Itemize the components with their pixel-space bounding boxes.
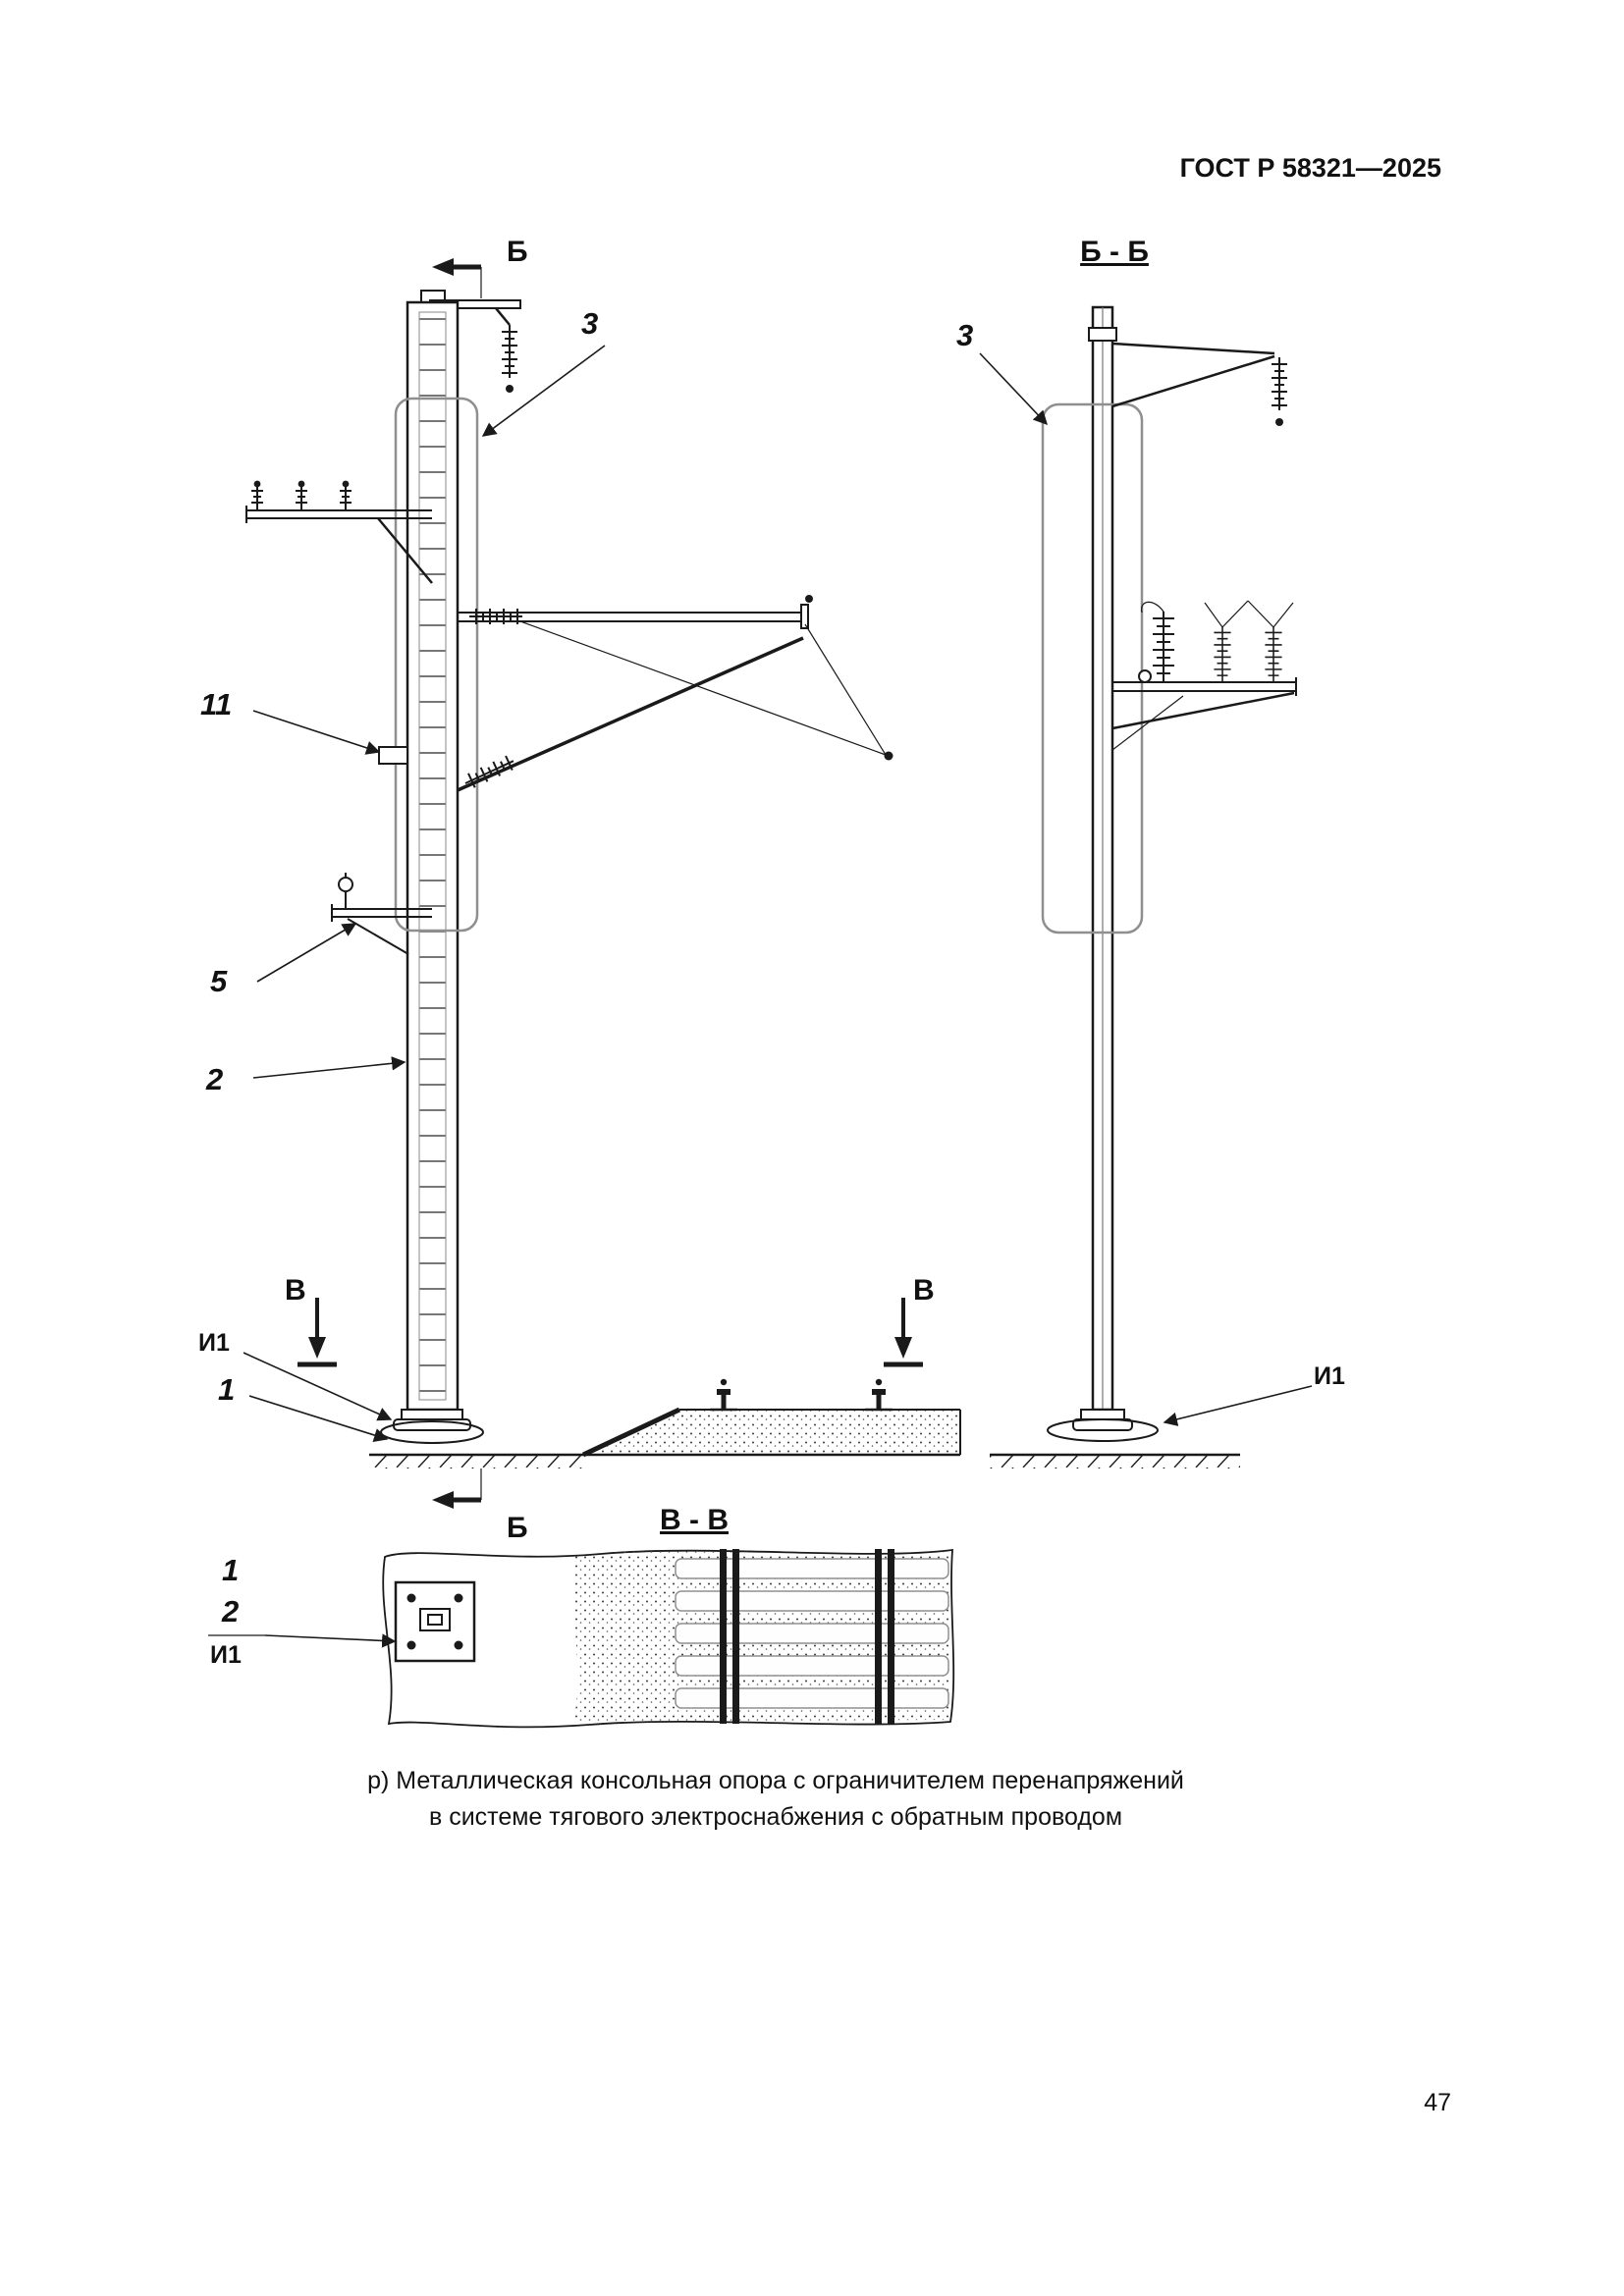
part-label-3-section: 3 [956,318,974,352]
arrester-insulator-icon [1213,626,1232,683]
foundation-section [990,1409,1240,1468]
section-letter-v-left: В [285,1274,306,1307]
part-label-i1-section: И1 [1314,1362,1345,1390]
plan-view-vv [208,1548,955,1729]
surge-arrester-assembly [1111,600,1297,751]
bracket-5-lamp [331,873,432,955]
arrester-insulator-icon [1152,611,1175,683]
document-header: ГОСТ Р 58321—2025 [1179,153,1441,183]
plan-label-i1: И1 [210,1641,242,1669]
pin-insulator-icon [250,479,264,511]
cantilever-console [457,595,893,792]
insulator-icon [1271,356,1288,411]
section-title-bb: Б - Б [1080,236,1149,268]
mast-cover-section [1041,402,1144,934]
part-label-1: 1 [218,1372,236,1407]
leader-1 [248,1395,389,1442]
part-label-2: 2 [206,1062,224,1096]
section-letter-b-bottom: Б [507,1512,528,1544]
plan-label-1: 1 [222,1553,240,1587]
figure-caption-line2: в системе тягового электроснабжения с об… [428,1803,1123,1831]
arrester-insulator-icon [1264,626,1283,683]
pin-insulator-icon [295,479,308,511]
part-label-11: 11 [200,687,233,721]
leader-plan [264,1633,397,1648]
leader-i1-section [1163,1385,1313,1426]
leader-5 [256,923,357,983]
mast-cover-front [394,397,479,933]
bracket-11 [378,746,408,765]
plan-label-2: 2 [222,1594,240,1629]
page-number: 47 [1424,2089,1451,2116]
section-letter-b-top: Б [507,236,528,268]
section-mark-v-left [298,1298,337,1367]
rail-icon [863,1377,894,1412]
leader-11 [252,710,381,755]
section-letter-v-right: В [913,1274,935,1307]
leader-3-section [979,352,1048,426]
leader-i1-front [243,1352,393,1421]
crossarm-left [245,479,433,584]
part-label-3-front: 3 [581,306,599,341]
ground-and-track [369,1377,961,1468]
leader-2 [252,1056,406,1079]
front-view [245,258,961,1509]
insulator-icon [501,324,518,379]
foundation-front [380,1409,484,1444]
section-view-bb [990,305,1297,1468]
section-mark-v-right [884,1298,923,1367]
rail-icon [708,1377,739,1412]
part-label-i1-front: И1 [198,1329,230,1357]
section-mark-b-bottom [432,1468,482,1509]
figure-caption-line1: р) Металлическая консольная опора с огра… [367,1767,1184,1794]
section-mark-b-top [432,258,482,298]
pin-insulator-icon [339,479,352,511]
figure-caption: р) Металлическая консольная опора с огра… [177,1763,1375,1836]
leader-lines [243,345,1313,1648]
part-label-5: 5 [210,964,228,998]
rails-plan [720,1549,894,1724]
mast-ladder [418,311,447,1401]
foundation-plan [394,1580,476,1663]
top-bracket-section [1088,327,1288,426]
section-title-vv: В - В [660,1504,729,1536]
leader-3-front [481,345,606,437]
